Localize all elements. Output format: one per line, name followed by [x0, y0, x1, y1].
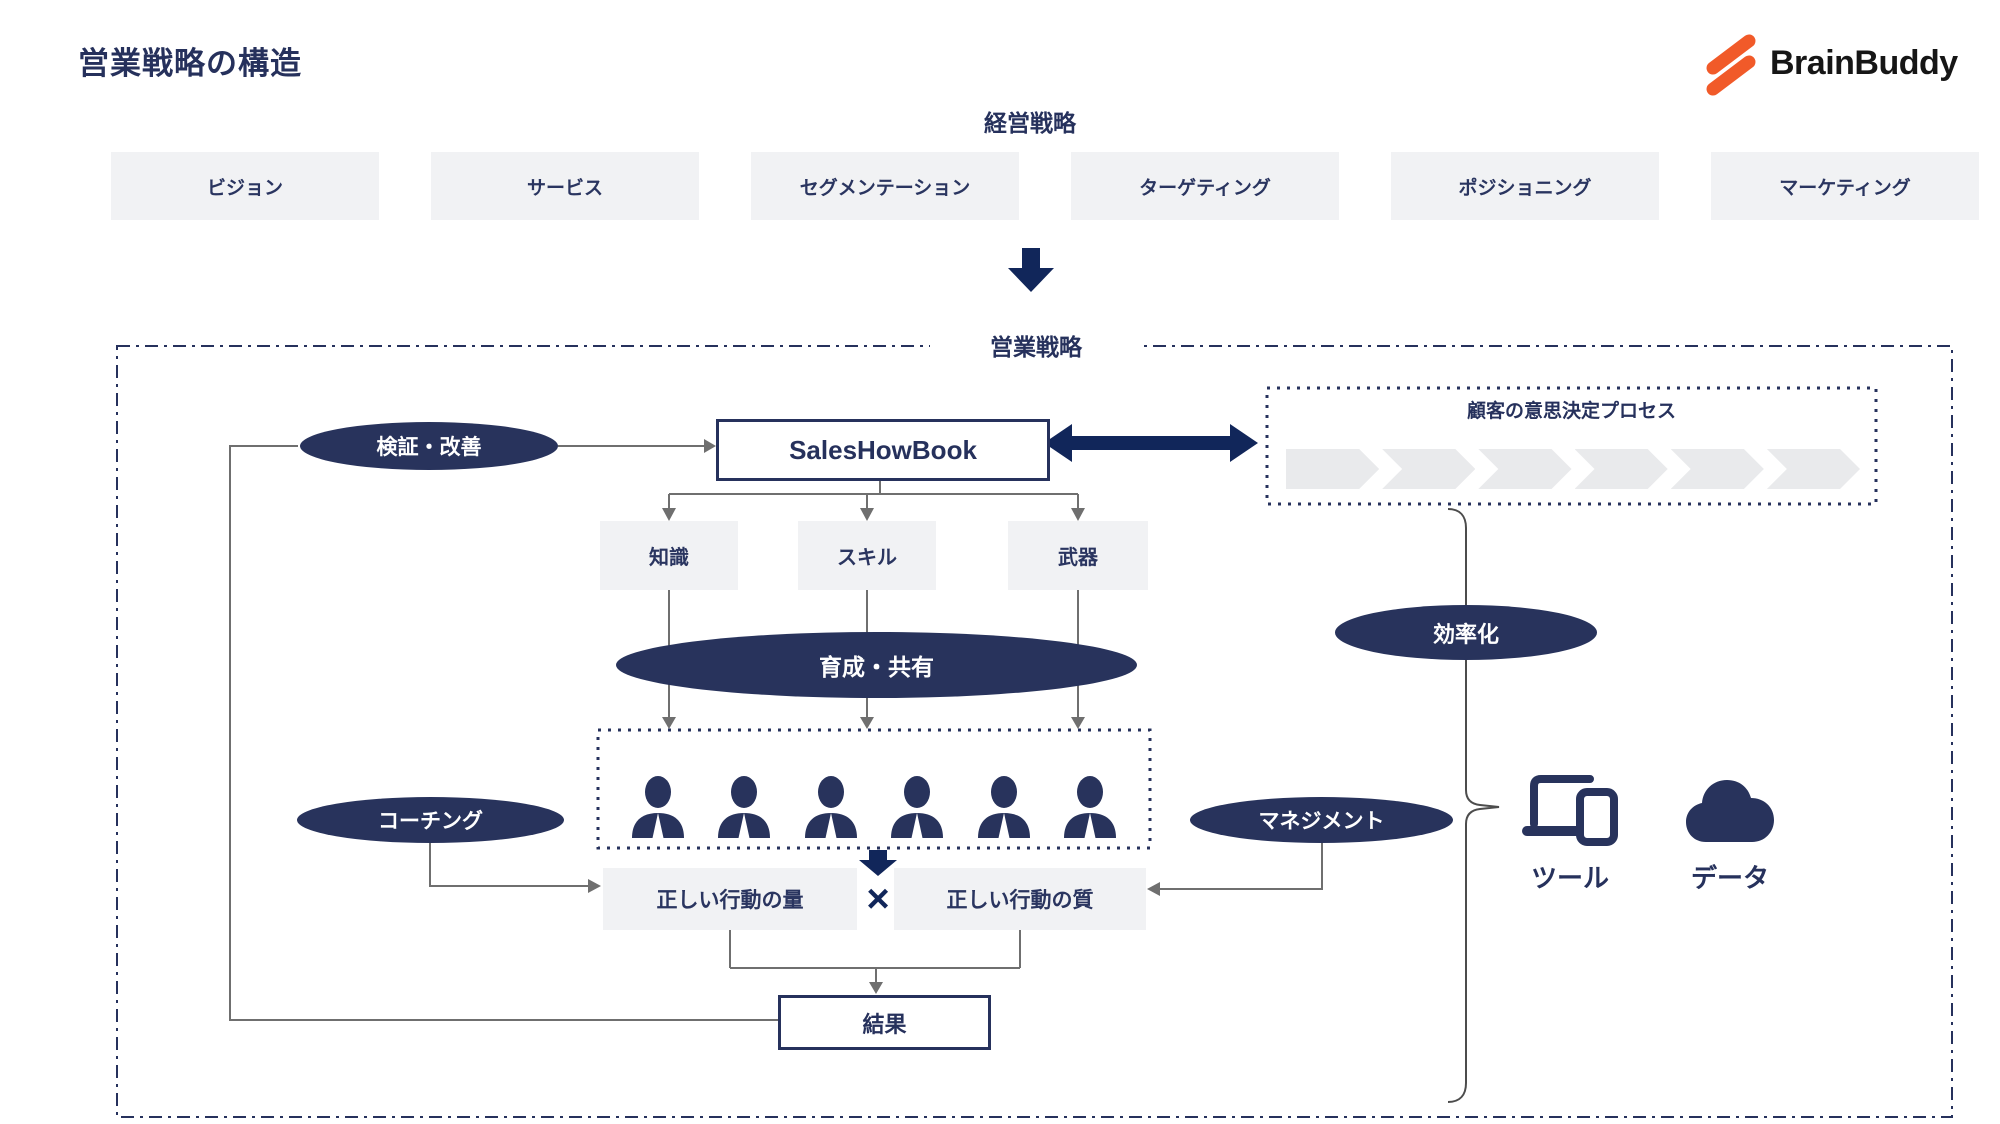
strategy-box-targeting: ターゲティング — [1071, 152, 1339, 220]
efficiency-ellipse: 効率化 — [1335, 605, 1597, 660]
verify-improve-ellipse: 検証・改善 — [300, 422, 558, 470]
brainbuddy-logo-icon — [1700, 31, 1764, 99]
brainbuddy-logo: BrainBuddy — [1700, 31, 1980, 99]
process-step-chevron — [1286, 449, 1379, 489]
management-strategy-row: ビジョン サービス セグメンテーション ターゲティング ポジショニング マーケテ… — [111, 152, 1979, 220]
action-quality-box: 正しい行動の質 — [894, 868, 1146, 930]
multiply-sign: × — [866, 876, 890, 921]
tools-devices-icon — [1520, 768, 1620, 848]
management-ellipse: マネジメント — [1190, 797, 1453, 843]
train-share-ellipse: 育成・共有 — [616, 632, 1137, 698]
customer-process-title: 顧客の意思決定プロセス — [1466, 401, 1676, 422]
result-box: 結果 — [778, 995, 991, 1050]
data-cloud-icon — [1682, 772, 1778, 846]
line-playbook-to-pillars — [668, 475, 1079, 516]
arrow-management-to-sales — [1008, 248, 1054, 292]
arrow-team-to-actions — [859, 850, 897, 876]
process-step-chevron — [1767, 449, 1860, 489]
pillar-box-skill: スキル — [798, 521, 936, 590]
person-icon — [891, 776, 944, 838]
strategy-box-positioning: ポジショニング — [1391, 152, 1659, 220]
process-step-chevron — [1382, 449, 1475, 489]
strategy-box-marketing: マーケティング — [1711, 152, 1979, 220]
person-icon — [718, 776, 771, 838]
line-coaching-to-quantity — [429, 843, 588, 887]
right-curly-brace — [1447, 508, 1500, 1103]
brainbuddy-logo-text: BrainBuddy — [1770, 44, 1958, 82]
data-label: データ — [1690, 863, 1769, 893]
strategy-box-vision: ビジョン — [111, 152, 379, 220]
saleshowbook-box: SalesHowBook — [716, 419, 1050, 481]
line-management-to-quality — [1160, 843, 1323, 890]
customer-process-steps — [1286, 449, 1860, 489]
tools-label: ツール — [1530, 863, 1609, 893]
customer-process-dotted-border — [1265, 386, 1878, 506]
team-dotted-border — [596, 728, 1152, 850]
pillar-box-weapon: 武器 — [1008, 521, 1148, 590]
person-icon — [804, 776, 857, 838]
person-icon — [1064, 776, 1117, 838]
process-step-chevron — [1575, 449, 1668, 489]
pillar-box-knowledge: 知識 — [600, 521, 738, 590]
line-result-feedback-loop — [229, 445, 778, 1021]
action-quantity-box: 正しい行動の量 — [603, 868, 857, 930]
process-step-chevron — [1478, 449, 1571, 489]
management-strategy-heading: 経営戦略 — [984, 110, 1076, 136]
arrow-playbook-customer-bidirectional — [1044, 424, 1258, 462]
strategy-box-service: サービス — [431, 152, 699, 220]
strategy-box-segmentation: セグメンテーション — [751, 152, 1019, 220]
grey-arrowheads — [588, 439, 1160, 994]
process-step-chevron — [1671, 449, 1764, 489]
coaching-ellipse: コーチング — [297, 797, 564, 843]
sales-strategy-heading: 営業戦略 — [930, 328, 1142, 362]
sales-team-group — [598, 730, 1150, 848]
person-icon — [631, 776, 684, 838]
line-merge-to-result — [729, 930, 1021, 990]
person-icon — [977, 776, 1030, 838]
page-title: 営業戦略の構造 — [78, 46, 302, 81]
